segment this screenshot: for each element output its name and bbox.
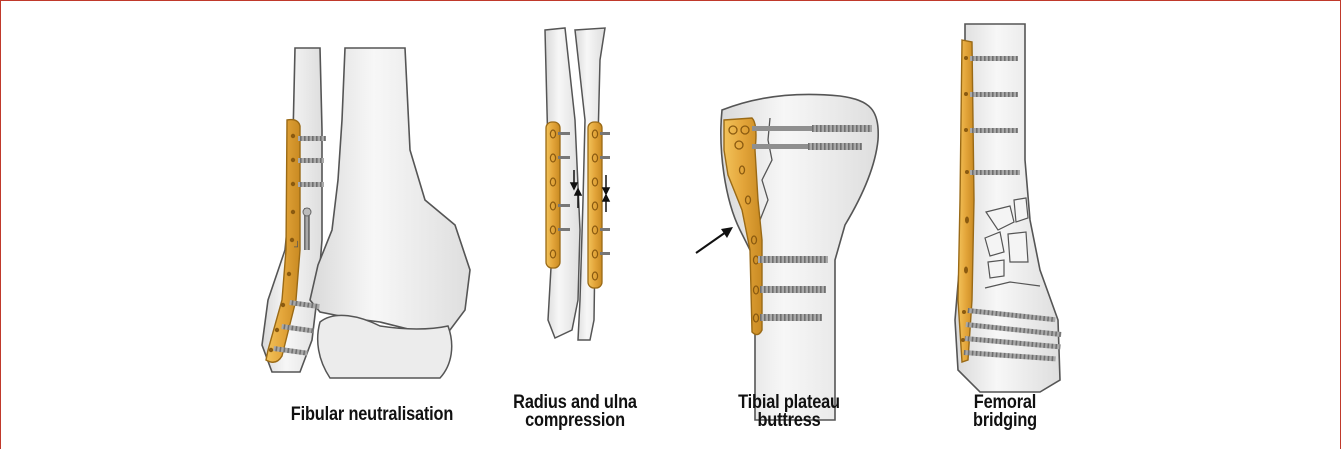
radius-plate [546, 122, 560, 268]
caption-femoral-bridging: Femoral bridging [958, 394, 1053, 430]
buttress-arrow [696, 227, 733, 253]
caption-line: compression [502, 412, 648, 430]
tibia-bone [310, 48, 470, 332]
caption-radius-ulna-compression: Radius and ulna compression [502, 394, 648, 430]
femoral-plate [958, 40, 974, 362]
panel-fibular-neutralisation: ┘ [262, 48, 470, 378]
caption-fibular-neutralisation: Fibular neutralisation [277, 406, 466, 424]
panel-radius-ulna-compression [545, 28, 610, 340]
panel-femoral-bridging [955, 24, 1061, 392]
svg-text:┘: ┘ [293, 240, 301, 253]
ulna-plate [588, 122, 602, 288]
caption-line: Fibular neutralisation [277, 406, 466, 424]
caption-tibial-plateau-buttress: Tibial plateau buttress [725, 394, 854, 430]
caption-line: bridging [958, 412, 1053, 430]
panel-tibial-plateau-buttress [696, 94, 878, 420]
caption-line: buttress [725, 412, 854, 430]
